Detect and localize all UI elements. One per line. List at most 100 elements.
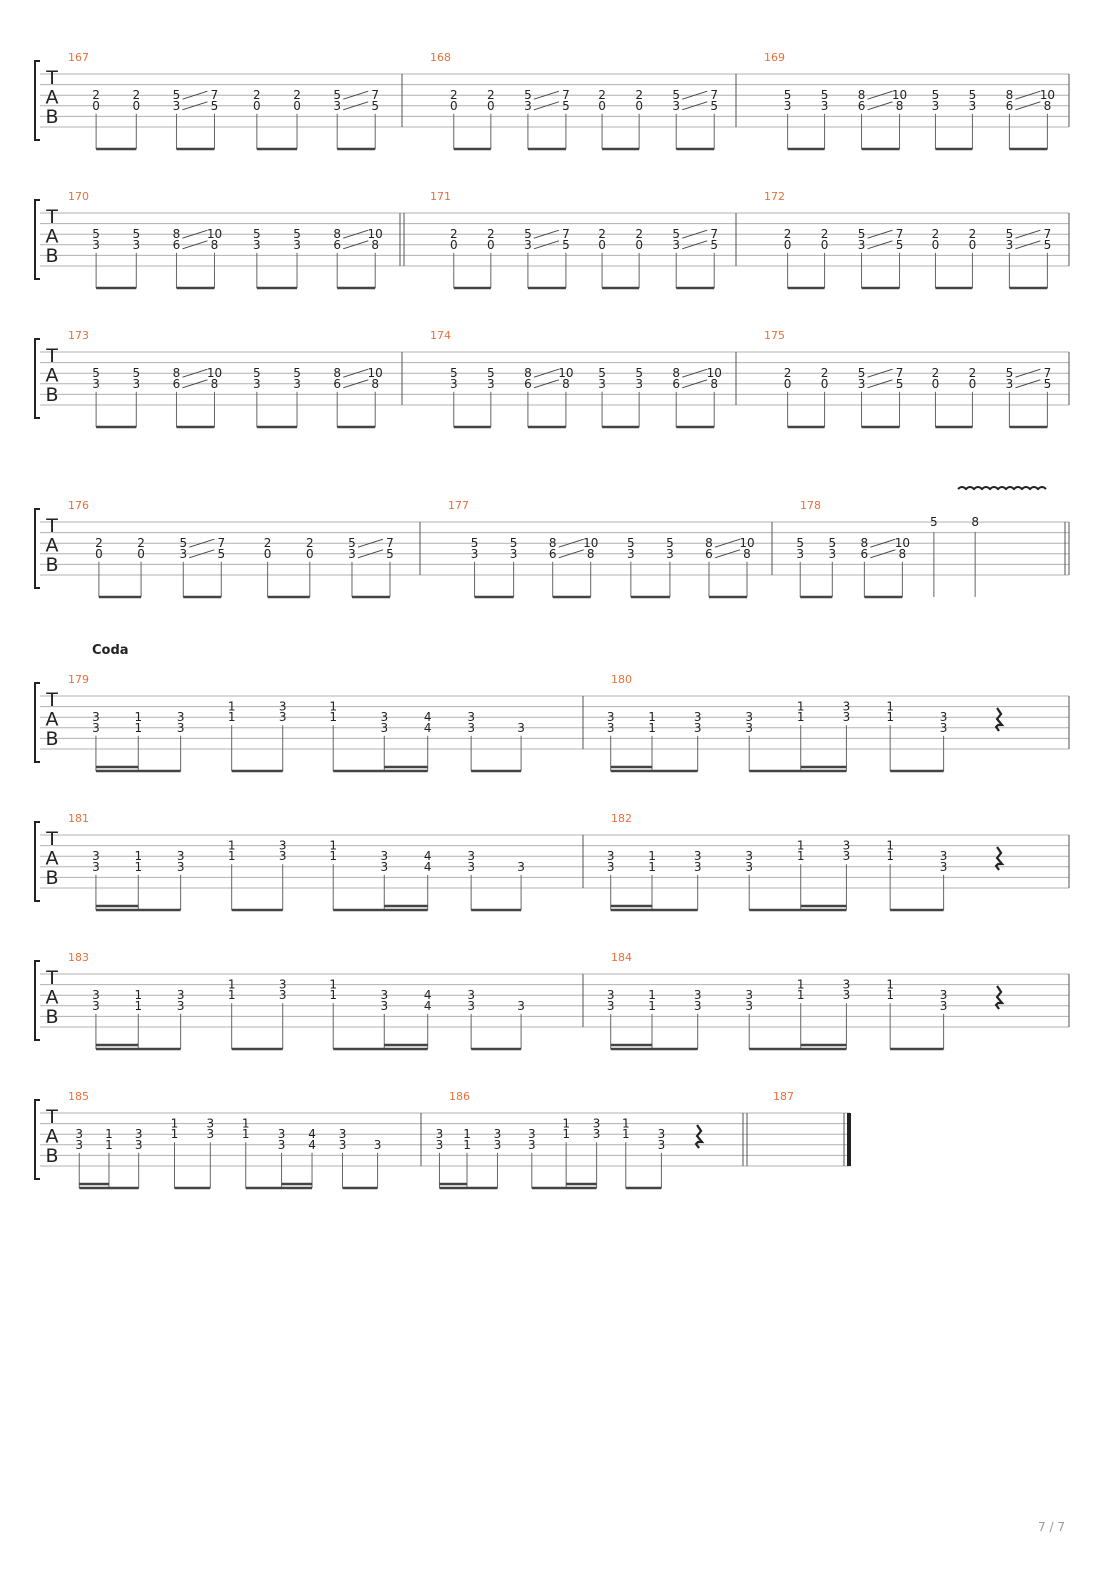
fret-number: 5	[858, 366, 866, 380]
fret-number: 1	[329, 710, 337, 724]
slide-line	[533, 240, 560, 250]
fret-number: 10	[368, 366, 383, 380]
fret-number: 1	[886, 839, 894, 853]
measure-number: 175	[764, 329, 785, 342]
fret-number: 1	[171, 1127, 179, 1141]
slide-line	[182, 90, 208, 100]
fret-number: 3	[339, 1138, 347, 1152]
slide-line	[533, 101, 560, 111]
fret-number: 1	[134, 999, 142, 1013]
fret-number: 3	[278, 1127, 286, 1141]
tab-clef-letter: B	[45, 728, 58, 750]
fret-number: 1	[329, 978, 337, 992]
fret-number: 1	[797, 849, 805, 863]
tab-clef-letter: B	[45, 554, 58, 576]
fret-number: 3	[517, 721, 525, 735]
slide-line	[558, 538, 584, 548]
fret-number: 3	[607, 988, 615, 1002]
fret-number: 3	[593, 1117, 601, 1131]
measure-number: 187	[773, 1090, 794, 1103]
fret-number: 10	[1040, 88, 1055, 102]
slide-line	[867, 229, 893, 239]
fret-number: 7	[386, 536, 394, 550]
slide-line	[343, 240, 369, 250]
fret-number: 5	[510, 536, 518, 550]
systems-layer: TAB1672020537520205375168202053752020537…	[34, 51, 1070, 1190]
fret-number: 5	[253, 227, 261, 241]
fret-number: 3	[253, 238, 261, 252]
measure-number: 170	[68, 190, 89, 203]
fret-number: 3	[253, 377, 261, 391]
fret-number: 3	[380, 988, 388, 1002]
fret-number: 5	[132, 366, 140, 380]
fret-number: 3	[745, 849, 753, 863]
fret-number: 1	[228, 710, 236, 724]
fret-number: 5	[710, 238, 718, 252]
fret-number: 3	[450, 377, 458, 391]
slide-line	[682, 368, 708, 378]
fret-number: 3	[517, 999, 525, 1013]
fret-number: 7	[896, 227, 904, 241]
fret-number: 0	[932, 377, 940, 391]
slide-line	[867, 379, 893, 389]
fret-number: 3	[92, 860, 100, 874]
measure-number: 185	[68, 1090, 89, 1103]
fret-number: 7	[1044, 366, 1052, 380]
fret-number: 10	[892, 88, 907, 102]
fret-number: 0	[969, 238, 977, 252]
fret-number: 2	[306, 536, 314, 550]
fret-number: 3	[843, 988, 851, 1002]
fret-number: 5	[450, 366, 458, 380]
fret-number: 3	[607, 860, 615, 874]
fret-number: 3	[177, 710, 185, 724]
fret-number: 5	[217, 547, 225, 561]
fret-number: 1	[134, 849, 142, 863]
fret-number: 3	[694, 860, 702, 874]
fret-number: 0	[487, 99, 495, 113]
fret-number: 3	[694, 988, 702, 1002]
fret-number: 3	[333, 99, 341, 113]
system-bracket	[34, 821, 40, 902]
slide-line	[189, 549, 215, 559]
fret-number: 6	[858, 99, 866, 113]
measure-number: 181	[68, 812, 89, 825]
fret-number: 3	[135, 1127, 143, 1141]
fret-number: 3	[607, 849, 615, 863]
fret-number: 5	[1006, 227, 1014, 241]
fret-number: 6	[333, 238, 341, 252]
fret-number: 5	[179, 536, 187, 550]
fret-number: 5	[635, 366, 643, 380]
fret-number: 2	[969, 366, 977, 380]
fret-number: 5	[371, 99, 379, 113]
fret-number: 8	[211, 377, 219, 391]
fret-number: 1	[134, 860, 142, 874]
fret-number: 5	[710, 99, 718, 113]
fret-number: 3	[92, 721, 100, 735]
fret-number: 3	[494, 1127, 502, 1141]
tab-clef-letter: B	[45, 384, 58, 406]
fret-number: 6	[672, 377, 680, 391]
measure-number: 186	[449, 1090, 470, 1103]
slide-line	[189, 538, 215, 548]
fret-number: 5	[1006, 366, 1014, 380]
measure-number: 179	[68, 673, 89, 686]
slide-line	[533, 229, 560, 239]
fret-number: 5	[471, 536, 479, 550]
fret-number: 4	[424, 721, 432, 735]
tab-system: TAB1735353861085353861081745353861085353…	[34, 329, 1070, 429]
fret-number: 1	[242, 1127, 250, 1141]
system-bracket	[34, 960, 40, 1041]
fret-number: 0	[784, 238, 792, 252]
slide-line	[182, 240, 208, 250]
fret-number: 0	[95, 547, 103, 561]
fret-number: 3	[524, 99, 532, 113]
fret-number: 2	[487, 227, 495, 241]
slide-line	[682, 229, 708, 239]
tab-system: TAB1762020537520205375177535386108535386…	[34, 486, 1070, 599]
tab-clef-letter: A	[46, 365, 59, 387]
fret-number: 3	[179, 547, 187, 561]
fret-number: 1	[134, 721, 142, 735]
fret-number: 3	[1006, 238, 1014, 252]
fret-number: 7	[211, 88, 219, 102]
